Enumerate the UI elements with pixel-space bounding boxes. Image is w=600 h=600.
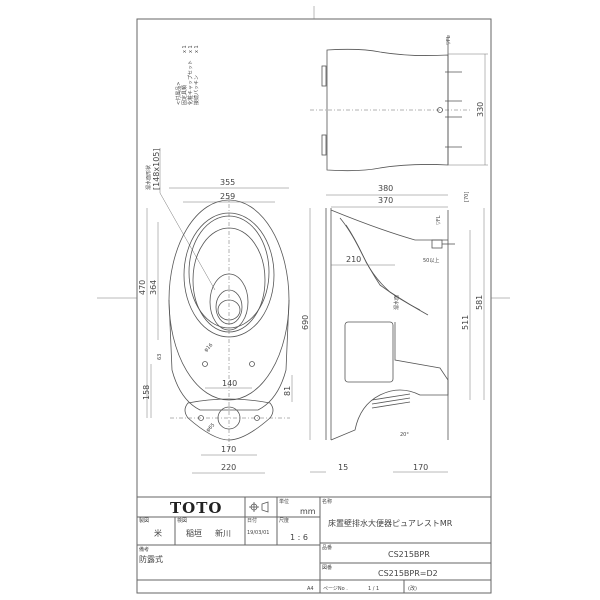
dim-50-min: 50以上 [423,257,439,264]
dim-470: 470 [138,280,147,295]
checked-by-1: 稲垣 [186,528,202,538]
accessory-item: 固定具類 [181,85,188,105]
product-name: 床置壁排水大便器ピュアレストMR [328,518,453,528]
dim-70: [70] [464,192,470,202]
dim-220: 220 [221,463,236,472]
page-number: 1 / 1 [368,586,379,592]
dim-phi65: φ65 [205,422,216,433]
dim-158: 158 [142,385,151,400]
dim-phi16: φ16 [203,342,214,353]
svg-text:品番: 品番 [322,544,332,551]
water-surface-label: 溜水面形状 [148x105] [145,148,161,190]
dim-15: 15 [338,463,348,472]
accessory-item: 化粧キャップセット [187,60,194,105]
dim-511: 511 [461,315,470,330]
drawn-by: 米 [154,528,162,538]
title-block: TOTO 単位 mm 名称 床置壁排水大便器ピュアレストMR 製図 米 検図 稲… [136,496,492,594]
accessory-qty: x 1 [182,45,188,53]
drain-flange [371,393,411,409]
side-view: 380 370 [70] 210 50以上 溜水面 690 511 581 15… [301,184,485,473]
svg-text:備考: 備考 [139,546,149,553]
unit-value: mm [300,507,316,516]
date-value: 19/03/01 [247,530,269,536]
accessory-qty: x 1 [194,45,200,53]
water-seal-label: 溜水面 [393,295,400,310]
third-angle-projection-icon [249,501,269,513]
dim-370: 370 [378,196,393,205]
checked-by-2: 新川 [215,528,231,538]
drawing-number: CS215BPR=D2 [378,569,438,578]
accessories-header: <付属品> [175,82,182,105]
svg-text:名称: 名称 [322,498,332,505]
accessories-note: <付属品> 固定具類 化粧キャップセット 接続パッキン x 1 x 1 x 1 [175,45,200,105]
scale-value: 1 : 6 [290,533,308,542]
accessory-qty: x 1 [188,45,194,53]
dim-140: 140 [222,379,237,388]
note-value: 防露式 [139,554,163,564]
svg-text:尺度: 尺度 [279,517,289,524]
dim-330: 330 [476,102,485,117]
drawing-frame [97,6,510,594]
model-number: CS215BPR [388,550,430,559]
svg-text:[148x105]: [148x105] [152,148,161,190]
back-view: 330 ▽FL [310,35,488,172]
svg-text:単位: 単位 [279,498,289,505]
svg-text:製図: 製図 [139,517,149,524]
dim-63: 63 [157,354,163,360]
dim-690: 690 [301,315,310,330]
dim-81: 81 [283,386,292,396]
top-view: 355 259 470 364 63 158 140 81 170 220 φ1… [138,178,293,474]
svg-text:日付: 日付 [247,517,257,524]
dim-angle: 20° [400,432,409,438]
svg-text:溜水面形状: 溜水面形状 [145,165,152,190]
accessory-item: 接続パッキン [193,75,200,105]
svg-text:図番: 図番 [322,564,332,571]
dim-380: 380 [378,184,393,193]
dim-170-side: 170 [413,463,428,472]
dim-355: 355 [220,178,235,187]
paper-size: A4 [307,586,314,592]
floor-level-mark: ▽FL [446,35,452,45]
dim-581: 581 [475,295,484,310]
revision: (改) [408,585,417,592]
dim-170: 170 [221,445,236,454]
dim-364: 364 [149,280,158,295]
dim-210: 210 [346,255,361,264]
dim-259: 259 [220,192,235,201]
floor-level-mark-side: ▽FL [436,215,442,225]
toto-logo: TOTO [170,499,222,517]
svg-text:ページNo .: ページNo . [323,586,348,592]
svg-text:検図: 検図 [177,517,187,524]
